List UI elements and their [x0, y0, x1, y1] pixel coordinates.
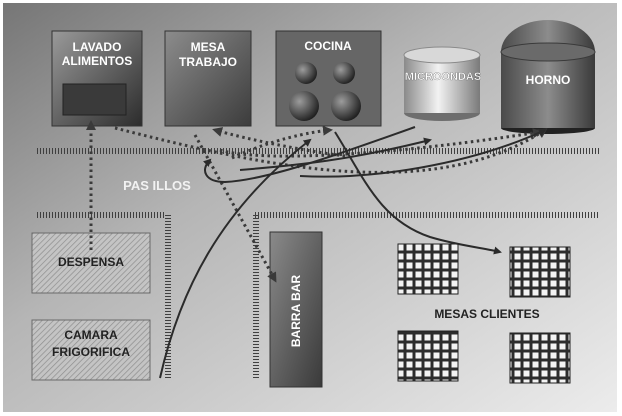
- customer-tables: MESAS CLIENTES: [397, 243, 571, 384]
- burner-top-left: [295, 62, 317, 84]
- dotted-arrow-mesa-to-barra: [193, 134, 277, 283]
- station-mesa-trabajo: MESA TRABAJO: [164, 30, 252, 127]
- customer-table-3: [397, 330, 459, 382]
- barra-bar: BARRA BAR: [269, 231, 323, 388]
- station-cocina: COCINA: [275, 30, 382, 127]
- dotted-arrow-mesa-to-horno: [219, 128, 543, 158]
- dotted-arrow-lavado-to-horno: [114, 126, 548, 174]
- lavado-label-line2: ALIMENTOS: [62, 54, 132, 68]
- customer-table-4: [509, 332, 571, 384]
- barra-label: BARRA BAR: [289, 275, 303, 348]
- burner-bottom-left: [289, 91, 319, 121]
- customer-table-2: [509, 246, 571, 298]
- corridor-lines: [37, 148, 600, 380]
- microondas-label: MICROONDAS: [405, 71, 481, 83]
- dotted-arrow-to-cocina: [231, 125, 333, 160]
- station-lavado-alimentos: LAVADO ALIMENTOS: [51, 30, 143, 127]
- burner-bottom-right: [331, 91, 361, 121]
- mesa-label-line2: TRABAJO: [179, 55, 237, 69]
- solid-arrow-to-microondas: [239, 137, 432, 171]
- solid-arrow-camara-to-cocina: [159, 138, 312, 379]
- horno-label: HORNO: [526, 73, 571, 87]
- storage-despensa: DESPENSA: [31, 232, 151, 294]
- solid-flow-arrows: [159, 126, 547, 379]
- sink-basin: [62, 83, 127, 116]
- burner-top-right: [333, 62, 355, 84]
- mesas-clientes-label: MESAS CLIENTES: [434, 307, 539, 321]
- solid-arrow-microondas-to-mesa: [202, 126, 416, 184]
- storage-camara-frigorifica: CAMARA FRIGORIFICA: [31, 319, 151, 381]
- solid-arrow-to-horno: [299, 128, 547, 178]
- customer-table-1: [397, 243, 459, 295]
- solid-arrow-cocina-to-mesas: [334, 131, 502, 255]
- despensa-label: DESPENSA: [58, 255, 124, 269]
- cocina-label: COCINA: [304, 39, 352, 53]
- pasillos-label: PAS ILLOS: [123, 178, 191, 193]
- dotted-flow-arrows: [86, 120, 548, 283]
- station-horno: HORNO: [500, 20, 596, 134]
- lavado-label-line1: LAVADO: [73, 40, 122, 54]
- mesa-label-line1: MESA: [191, 40, 226, 54]
- camara-label-line1: CAMARA: [64, 328, 118, 342]
- camara-label-line2: FRIGORIFICA: [52, 345, 130, 359]
- station-microondas: MICROONDAS: [403, 46, 481, 121]
